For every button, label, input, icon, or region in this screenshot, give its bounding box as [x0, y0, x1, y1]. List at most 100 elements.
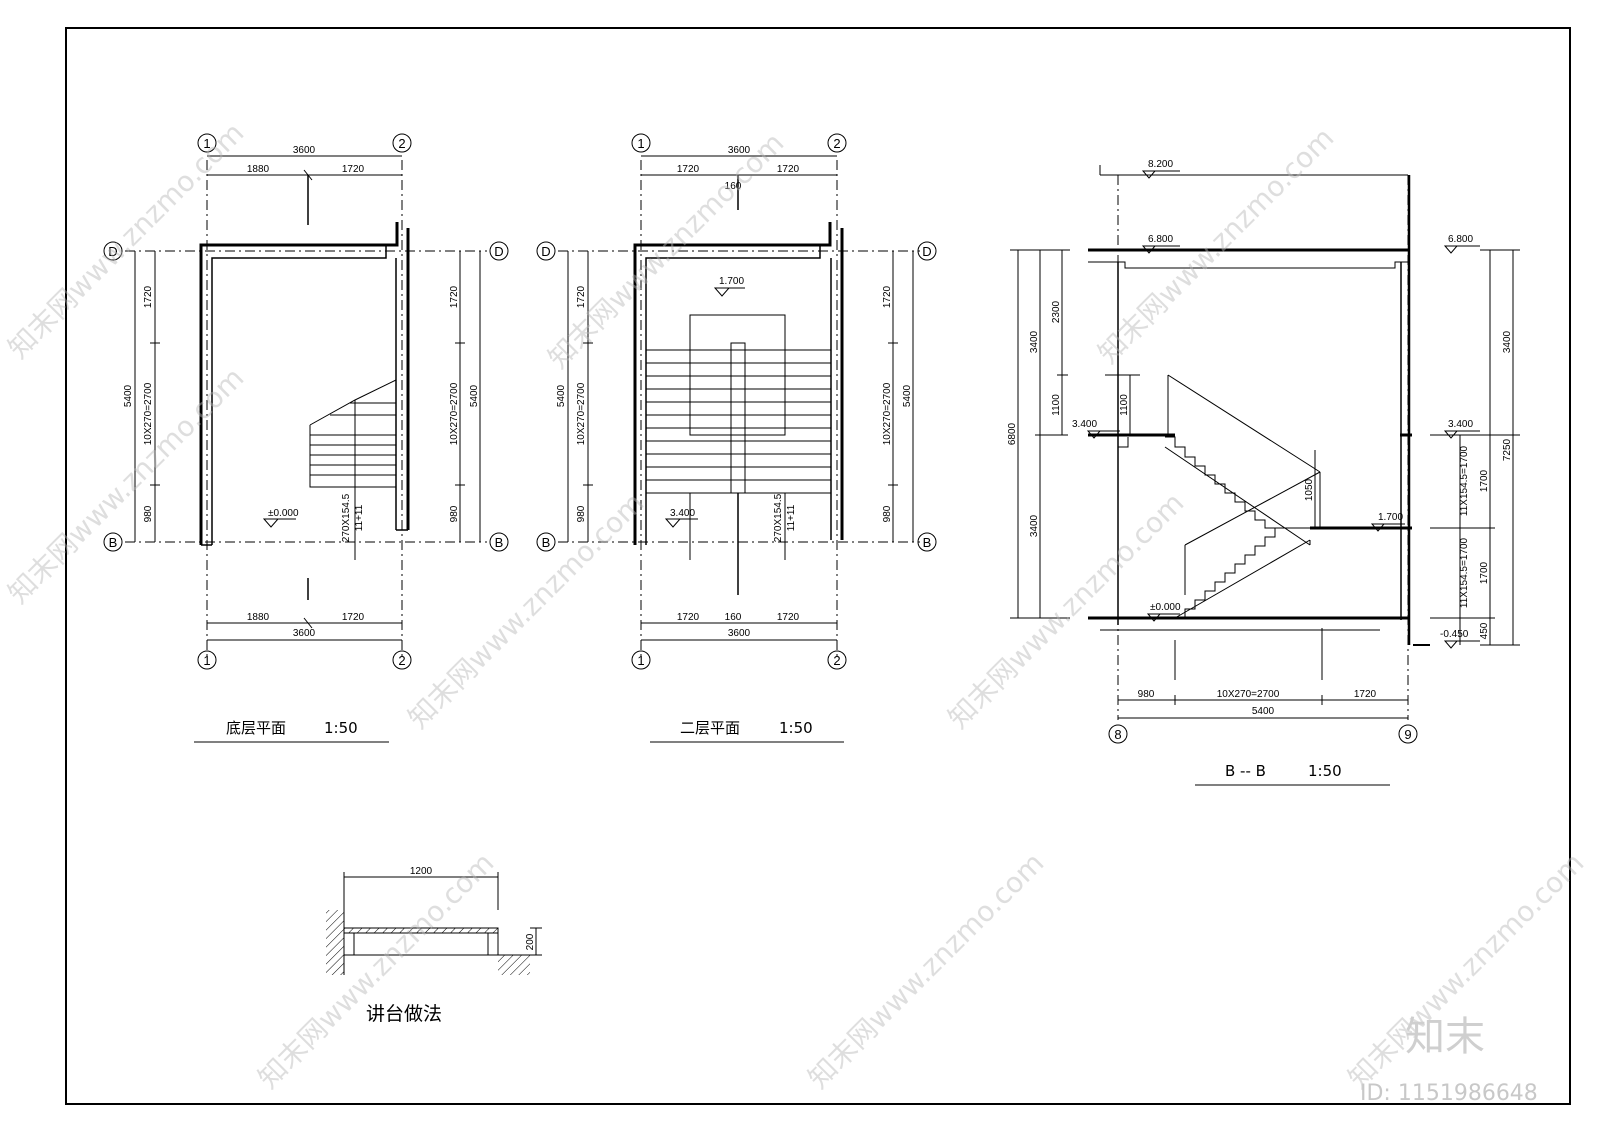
ground-plan-title: 底层平面	[226, 719, 286, 737]
section-title: B -- B	[1225, 762, 1266, 780]
level-top: 6.800	[1148, 234, 1173, 245]
dim-left-top: 1720	[677, 164, 700, 175]
ground-plan-text: 1 2 1 2 D D B B 3600 1880 1720 1880 1720…	[108, 136, 503, 737]
dim-left-c: 2300	[1051, 300, 1062, 323]
dim-left-bottom: 1720	[677, 612, 700, 623]
watermark: 知末网www.znzmo.com	[1092, 121, 1341, 370]
level-ground: ±0.000	[1150, 602, 1181, 613]
dim-total-bottom: 3600	[293, 628, 316, 639]
dim-right-top: 1720	[777, 164, 800, 175]
axis-9: 9	[1404, 727, 1411, 742]
axis-b-left: B	[542, 535, 551, 550]
podium-height: 200	[525, 933, 536, 950]
dim-total-bottom: 3600	[728, 628, 751, 639]
podium-detail	[326, 872, 542, 975]
dim-1050: 1050	[1304, 478, 1315, 501]
dim-flight-a: 11X154.5=1700	[1459, 445, 1470, 516]
dim-flight-b: 11X154.5=1700	[1459, 537, 1470, 608]
stair-note-a: 270X154.5	[341, 493, 352, 542]
dim-bottom-a: 980	[1138, 689, 1155, 700]
level-landing: 1.700	[1378, 512, 1403, 523]
axis-1-bottom: 1	[203, 653, 210, 668]
dim-right-total: 7250	[1502, 438, 1513, 461]
podium-text: 1200 200 讲台做法	[366, 866, 536, 1025]
dim-side-upper: 1720	[576, 285, 587, 308]
dim-right-b: 1700	[1479, 469, 1490, 492]
podium-title: 讲台做法	[366, 1003, 442, 1025]
dim-left-d: 1100	[1051, 394, 1062, 416]
dim-side-upper: 1720	[143, 285, 154, 308]
dim-side-lower: 980	[576, 505, 587, 522]
ground-plan-scale: 1:50	[324, 719, 358, 737]
dim-total-top: 3600	[728, 145, 751, 156]
dim-right-bottom: 1720	[777, 612, 800, 623]
dim-bottom-c: 1720	[1354, 689, 1377, 700]
axis-b-right: B	[495, 535, 504, 550]
sheet-frame	[65, 27, 1571, 1105]
axis-b-left: B	[109, 535, 118, 550]
watermark: 知末网www.znzmo.com	[252, 846, 501, 1095]
level-ground: ±0.000	[268, 508, 299, 519]
level-outside: -0.450	[1440, 629, 1469, 640]
dim-mid-bottom: 160	[725, 612, 742, 623]
dim-rside-upper: 1720	[449, 285, 460, 308]
axis-8: 8	[1114, 727, 1121, 742]
brand-logo: 知末	[1405, 1014, 1485, 1060]
ground-plan	[103, 133, 509, 743]
stair-note-a: 270X154.5	[773, 493, 784, 542]
dim-rside-total: 5400	[902, 384, 913, 407]
second-plan-text: 1 2 1 2 D D B B 3600 1720 1720 160 1720 …	[541, 136, 931, 737]
level-top-right: 6.800	[1448, 234, 1473, 245]
watermark: 知末网www.znzmo.com	[402, 486, 651, 735]
axis-b-right: B	[923, 535, 932, 550]
dim-rside-lower: 980	[449, 505, 460, 522]
dim-left-b: 3400	[1029, 514, 1040, 537]
dim-side-total: 5400	[123, 384, 134, 407]
dim-bottom-total: 5400	[1252, 706, 1275, 717]
dim-right-top: 1720	[342, 164, 365, 175]
axis-1-bottom: 1	[637, 653, 644, 668]
axis-1-top: 1	[203, 136, 210, 151]
dim-rside-upper: 1720	[882, 285, 893, 308]
dim-right-a: 3400	[1502, 330, 1513, 353]
dim-side-middle: 10X270=2700	[576, 382, 587, 445]
stair-note-b: 11+11	[354, 504, 365, 531]
dim-left-bottom: 1880	[247, 612, 270, 623]
axis-d-right: D	[494, 244, 503, 259]
podium-width: 1200	[410, 866, 433, 877]
dim-rside-middle: 10X270=2700	[449, 382, 460, 445]
axis-2-bottom: 2	[833, 653, 840, 668]
dim-side-lower: 980	[143, 505, 154, 522]
dim-side-total: 5400	[556, 384, 567, 407]
level-floor: 3.400	[670, 508, 695, 519]
dim-left-e: 1100	[1119, 394, 1130, 416]
axis-1-top: 1	[637, 136, 644, 151]
dim-rside-middle: 10X270=2700	[882, 382, 893, 445]
watermark: 知末网www.znzmo.com	[2, 116, 251, 365]
section-scale: 1:50	[1308, 762, 1342, 780]
section-bb-text: 8 9 8.200 6.800 6.800 3.400 3.400 1.700 …	[1007, 159, 1513, 780]
dim-right-c: 1700	[1479, 561, 1490, 584]
dim-right-d: 450	[1479, 622, 1490, 639]
dim-mid-top: 160	[725, 181, 742, 192]
section-bb	[1010, 165, 1520, 786]
axis-2-top: 2	[833, 136, 840, 151]
level-roof: 8.200	[1148, 159, 1173, 170]
second-plan	[536, 133, 937, 743]
axis-d-left: D	[108, 244, 117, 259]
dim-left-top: 1880	[247, 164, 270, 175]
dim-rside-total: 5400	[469, 384, 480, 407]
dim-rside-lower: 980	[882, 505, 893, 522]
second-plan-title: 二层平面	[680, 719, 740, 737]
axis-d-right: D	[922, 244, 931, 259]
second-plan-scale: 1:50	[779, 719, 813, 737]
dim-right-bottom: 1720	[342, 612, 365, 623]
stair-note-b: 11+11	[786, 504, 797, 531]
axis-2-bottom: 2	[398, 653, 405, 668]
level-mid-right: 3.400	[1448, 419, 1473, 430]
watermarks: 知末网www.znzmo.com 知末网www.znzmo.com 知末网www…	[2, 116, 1591, 1095]
axis-2-top: 2	[398, 136, 405, 151]
level-landing: 1.700	[719, 276, 744, 287]
level-mid: 3.400	[1072, 419, 1097, 430]
